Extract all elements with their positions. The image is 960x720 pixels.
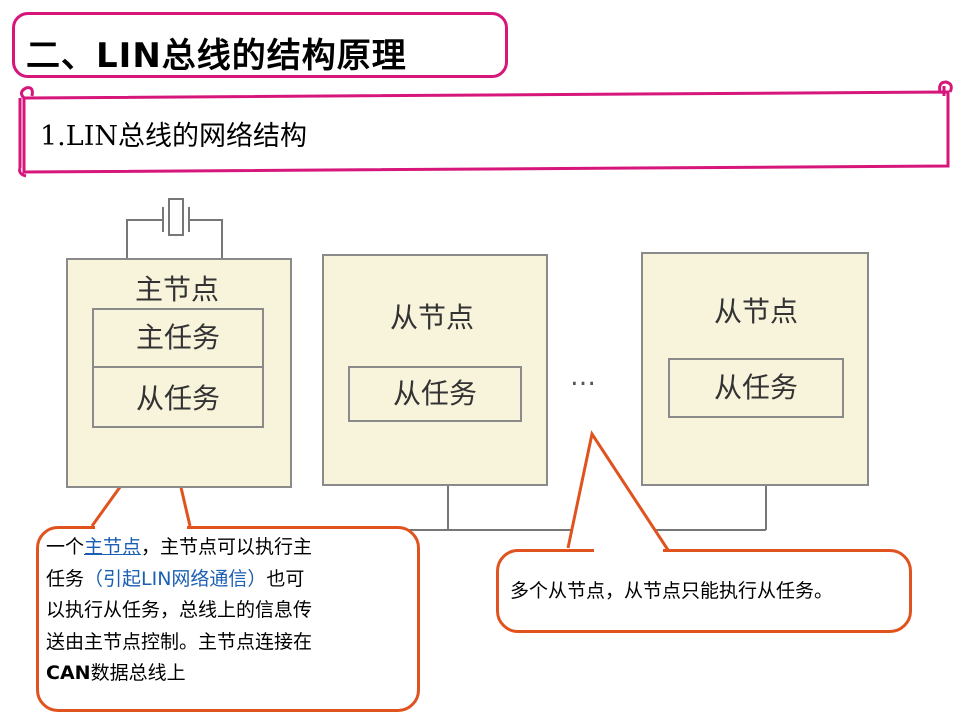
callout-line: 送由主节点控制。主节点连接在 xyxy=(46,630,313,653)
master-node-callout-text: 一个主节点，主节点可以执行主 任务（引起LIN网络通信）也可 以执行从任务，总线… xyxy=(46,532,416,690)
slave-task-1-box: 从任务 xyxy=(348,366,522,422)
page-title: 二、LIN总线的结构原理 xyxy=(26,36,407,76)
section-subtitle: 1.LIN总线的网络结构 xyxy=(40,121,307,152)
callout-text-span: 也可 xyxy=(266,567,305,590)
callout-text-span: 数据总线上 xyxy=(90,662,186,684)
master-node-link[interactable]: 主节点 xyxy=(84,536,142,558)
slave-task-2-box: 从任务 xyxy=(668,358,844,418)
subtitle-scroll-banner xyxy=(18,80,953,178)
callout-text-span: ，主节点可以执行主 xyxy=(141,536,313,558)
callout-paren-note: （引起LIN网络通信） xyxy=(84,567,267,590)
more-nodes-ellipsis: … xyxy=(570,362,596,392)
master-node-label: 主节点 xyxy=(135,273,220,306)
master-node-callout xyxy=(36,526,420,712)
master-slave-task-box: 从任务 xyxy=(92,366,264,428)
slave-node-callout xyxy=(496,549,912,633)
callout-text-span: 任务 xyxy=(46,567,85,590)
callout-bold-can: CAN xyxy=(46,662,91,684)
slave-node-2-label: 从节点 xyxy=(714,295,799,328)
master-task-box: 主任务 xyxy=(92,308,264,368)
slave-node-1-label: 从节点 xyxy=(390,301,475,334)
slave-node-callout-text: 多个从节点，从节点只能执行从任务。 xyxy=(510,580,834,602)
title-box xyxy=(12,12,508,78)
callout-text-span: 一个 xyxy=(46,536,85,558)
callout-line: 以执行从任务，总线上的信息传 xyxy=(46,599,313,621)
